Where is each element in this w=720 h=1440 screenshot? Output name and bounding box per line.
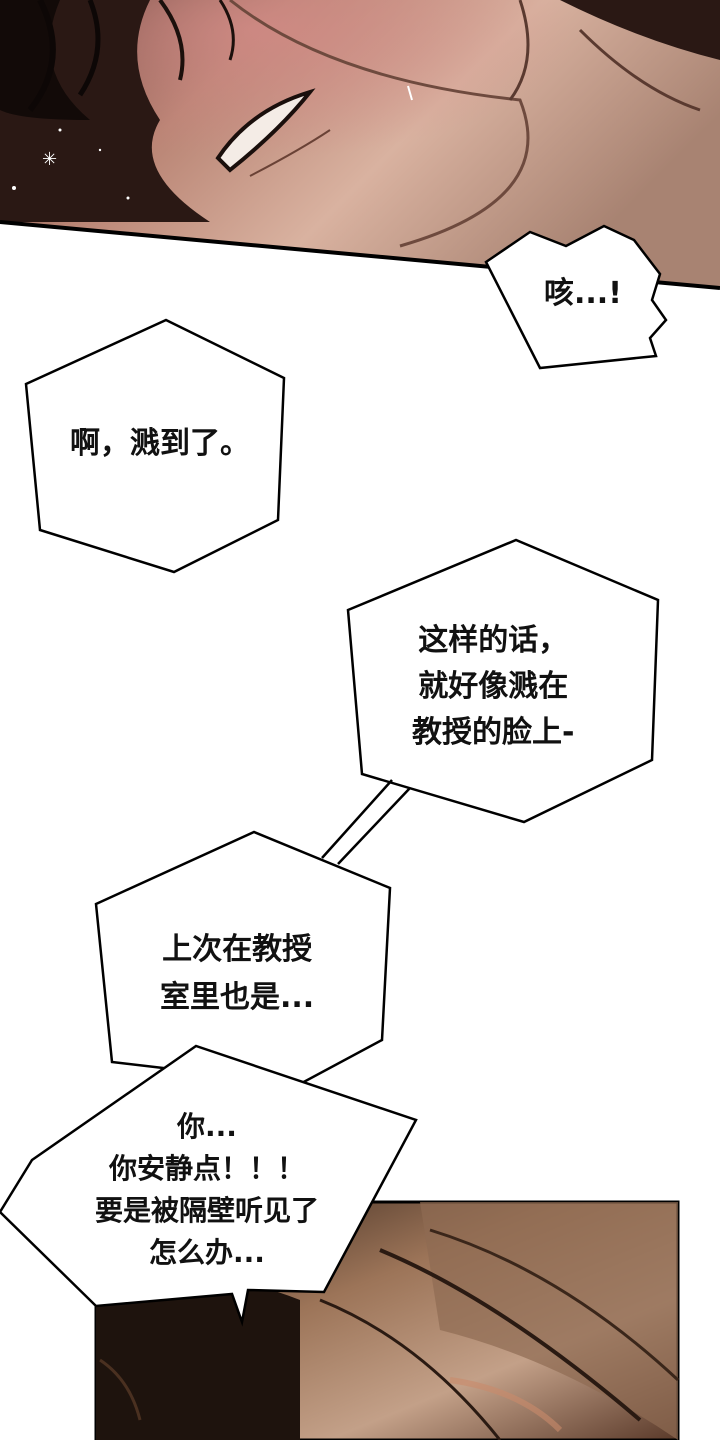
bubble-line: 要是被隔壁听见了	[94, 1194, 319, 1227]
bubble-line: 啊，溅到了。	[70, 426, 250, 461]
bubble-line: 上次在教授	[162, 932, 313, 967]
speech-bubble-cough: 咳...!	[544, 274, 622, 313]
bubble-line: 你安静点！！！	[108, 1152, 305, 1185]
bubble-shapes	[0, 224, 668, 1327]
bubble-line: 你...	[177, 1110, 237, 1143]
sparkle-icon: ✳	[42, 149, 57, 170]
speech-bubble-quiet: 你... 你安静点！！！ 要是被隔壁听见了 怎么办...	[62, 1106, 352, 1274]
bubble-line: 就好像溅在	[418, 669, 569, 704]
speech-bubble-splash: 啊，溅到了。	[70, 424, 250, 463]
bubble-line: 这样的话，	[418, 623, 569, 658]
bubble-line: 咳...!	[544, 276, 622, 311]
top-panel: ✳	[0, 0, 720, 290]
speech-bubble-office: 上次在教授 室里也是...	[160, 926, 314, 1022]
bubble-line: 室里也是...	[160, 980, 315, 1015]
speech-bubble-professor-face: 这样的话， 就好像溅在 教授的脸上-	[412, 618, 574, 756]
bubble-line: 教授的脸上-	[412, 715, 575, 750]
bubble-line: 怎么办...	[149, 1236, 265, 1269]
